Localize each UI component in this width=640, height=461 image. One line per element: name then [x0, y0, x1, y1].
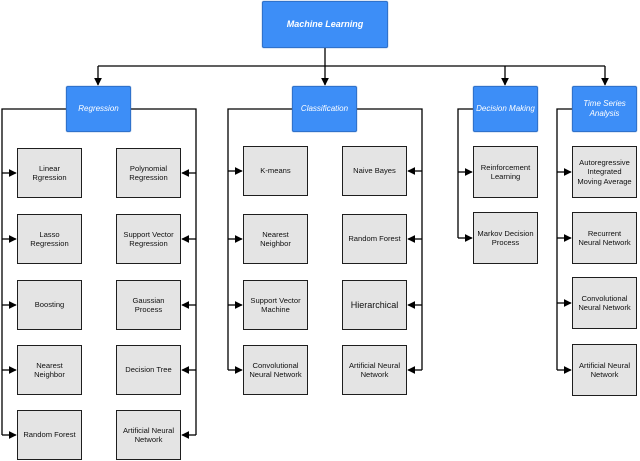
leaf-hierarchical: Hierarchical [342, 280, 407, 330]
leaf-linear-regression: Linear Rgression [17, 148, 82, 198]
leaf-decision-tree: Decision Tree [116, 345, 181, 395]
connector-cls-right-spine [357, 108, 423, 370]
leaf-random-forest-cls: Random Forest [342, 214, 407, 264]
leaf-k-means: K-means [243, 146, 308, 196]
leaf-recurrent-neural-network: Recurrent Neural Network [572, 212, 637, 264]
leaf-convolutional-neural-network-ts: Convolutional Neural Network [572, 277, 637, 329]
category-classification: Classification [292, 86, 357, 132]
leaf-boosting: Boosting [17, 280, 82, 330]
connector-cls-left-spine [227, 108, 292, 370]
leaf-reinforcement-learning: Reinforcement Learning [473, 146, 538, 198]
connector-ts-spine [556, 108, 572, 370]
leaf-artificial-neural-network-reg: Artificial Neural Network [116, 410, 181, 460]
leaf-convolutional-neural-network-cls: Convolutional Neural Network [243, 345, 308, 395]
leaf-arima: Autoregressive Integrated Moving Average [572, 146, 637, 198]
category-decision-making: Decision Making [473, 86, 538, 132]
leaf-artificial-neural-network-ts: Artificial Neural Network [572, 344, 637, 396]
leaf-markov-decision-process: Markov Decision Process [473, 212, 538, 264]
leaf-support-vector-machine: Support Vector Machine [243, 280, 308, 330]
leaf-gaussian-process: Gaussian Process [116, 280, 181, 330]
leaf-random-forest-reg: Random Forest [17, 410, 82, 460]
category-time-series-analysis: Time Series Analysis [572, 86, 637, 132]
leaf-nearest-neighbor-cls: Nearest Neighbor [243, 214, 308, 264]
leaf-artificial-neural-network-cls: Artificial Neural Network [342, 345, 407, 395]
leaf-support-vector-regression: Support Vector Regression [116, 214, 181, 264]
leaf-nearest-neighbor-reg: Nearest Neighbor [17, 345, 82, 395]
leaf-polynomial-regression: Polynomial Regression [116, 148, 181, 198]
connector-dm-spine [457, 108, 473, 238]
leaf-lasso-regression: Lasso Regression [17, 214, 82, 264]
leaf-naive-bayes: Naive Bayes [342, 146, 407, 196]
root-node: Machine Learning [262, 1, 388, 48]
category-regression: Regression [66, 86, 131, 132]
connector-reg-right-spine [131, 108, 197, 435]
connector-reg-left-spine [1, 108, 66, 435]
